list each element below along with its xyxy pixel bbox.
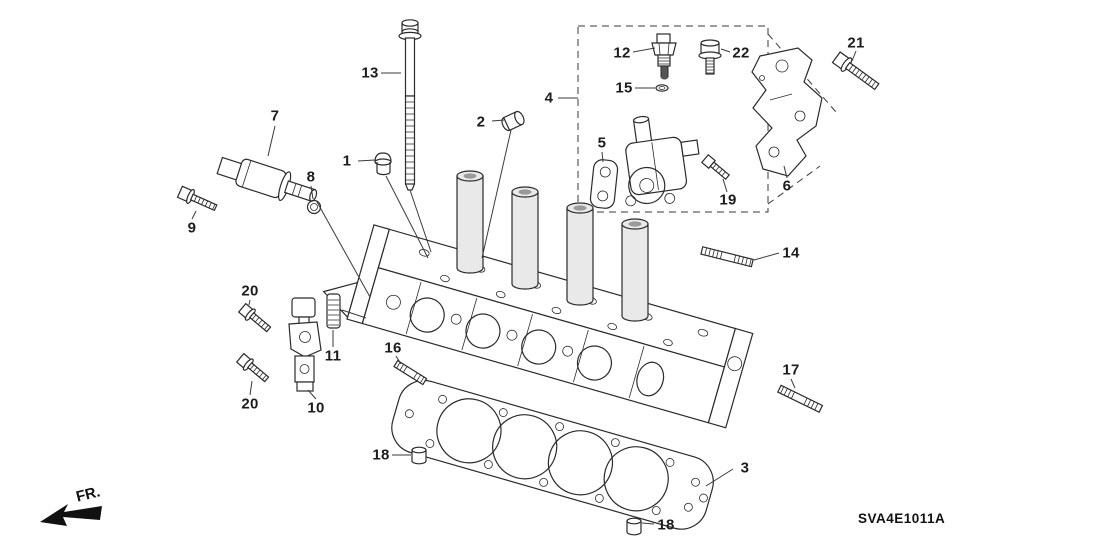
part-13-bolt xyxy=(398,19,422,191)
part-callout: 3 xyxy=(740,459,750,477)
part-18-dowel-left xyxy=(411,446,427,465)
part-18-dowel-right xyxy=(626,517,642,536)
part-9-bolt xyxy=(176,185,218,212)
part-callout: 20 xyxy=(241,395,259,413)
part-7-solenoid-valve xyxy=(216,156,318,202)
part-callout: 18 xyxy=(657,516,675,534)
part-callout: 22 xyxy=(732,44,750,62)
part-callout: 14 xyxy=(782,244,800,262)
part-12-sensor xyxy=(651,33,677,80)
part-16-stud xyxy=(393,359,428,386)
part-callout: 18 xyxy=(372,446,390,464)
part-callout: 17 xyxy=(782,361,800,379)
part-21-bolt xyxy=(831,51,880,91)
part-17-stud xyxy=(776,384,824,414)
part-callout: 7 xyxy=(270,107,280,125)
part-5-gasket xyxy=(589,159,619,209)
part-callout: 11 xyxy=(324,347,342,365)
part-8-oring xyxy=(306,199,322,215)
part-callout: 6 xyxy=(782,177,792,195)
head-gasket xyxy=(391,379,714,530)
part-callout: 12 xyxy=(613,44,631,62)
vtc-spool-valve-assembly xyxy=(625,115,700,207)
part-callout: 19 xyxy=(719,191,737,209)
part-callout: 15 xyxy=(615,79,633,97)
part-10-sensor-bracket xyxy=(288,297,322,392)
part-callout: 13 xyxy=(361,64,379,82)
plug-tube xyxy=(621,218,649,322)
part-callout: 9 xyxy=(187,219,197,237)
plug-tube xyxy=(456,170,484,274)
fr-direction-marker: FR. xyxy=(38,483,128,532)
part-callout: 2 xyxy=(476,113,486,131)
part-14-stud xyxy=(700,246,754,268)
part-20-bolt-upper xyxy=(237,302,272,333)
part-callout: 1 xyxy=(342,152,352,170)
part-callout: 5 xyxy=(597,134,607,152)
part-11-grommet xyxy=(326,293,341,329)
part-19-bolt xyxy=(700,153,731,181)
part-callout: 8 xyxy=(306,168,316,186)
plug-tube xyxy=(566,202,594,306)
part-callout: 16 xyxy=(384,339,402,357)
part-callout: 21 xyxy=(847,34,865,52)
part-20-bolt-lower xyxy=(235,352,270,383)
part-callout: 4 xyxy=(544,89,554,107)
part-callout: 10 xyxy=(307,399,325,417)
part-15-oring xyxy=(655,84,669,92)
part-22-bolt xyxy=(698,39,722,75)
part-callout: 20 xyxy=(241,282,259,300)
part-2-cap xyxy=(501,110,525,132)
fr-arrow-icon xyxy=(40,504,102,526)
valve-tubes xyxy=(456,170,649,322)
diagram-code: SVA4E1011A xyxy=(858,511,946,526)
plug-tube xyxy=(511,186,539,290)
leader-lines xyxy=(191,47,857,525)
part-6-bracket xyxy=(751,47,823,177)
part-1-seal xyxy=(374,152,392,176)
